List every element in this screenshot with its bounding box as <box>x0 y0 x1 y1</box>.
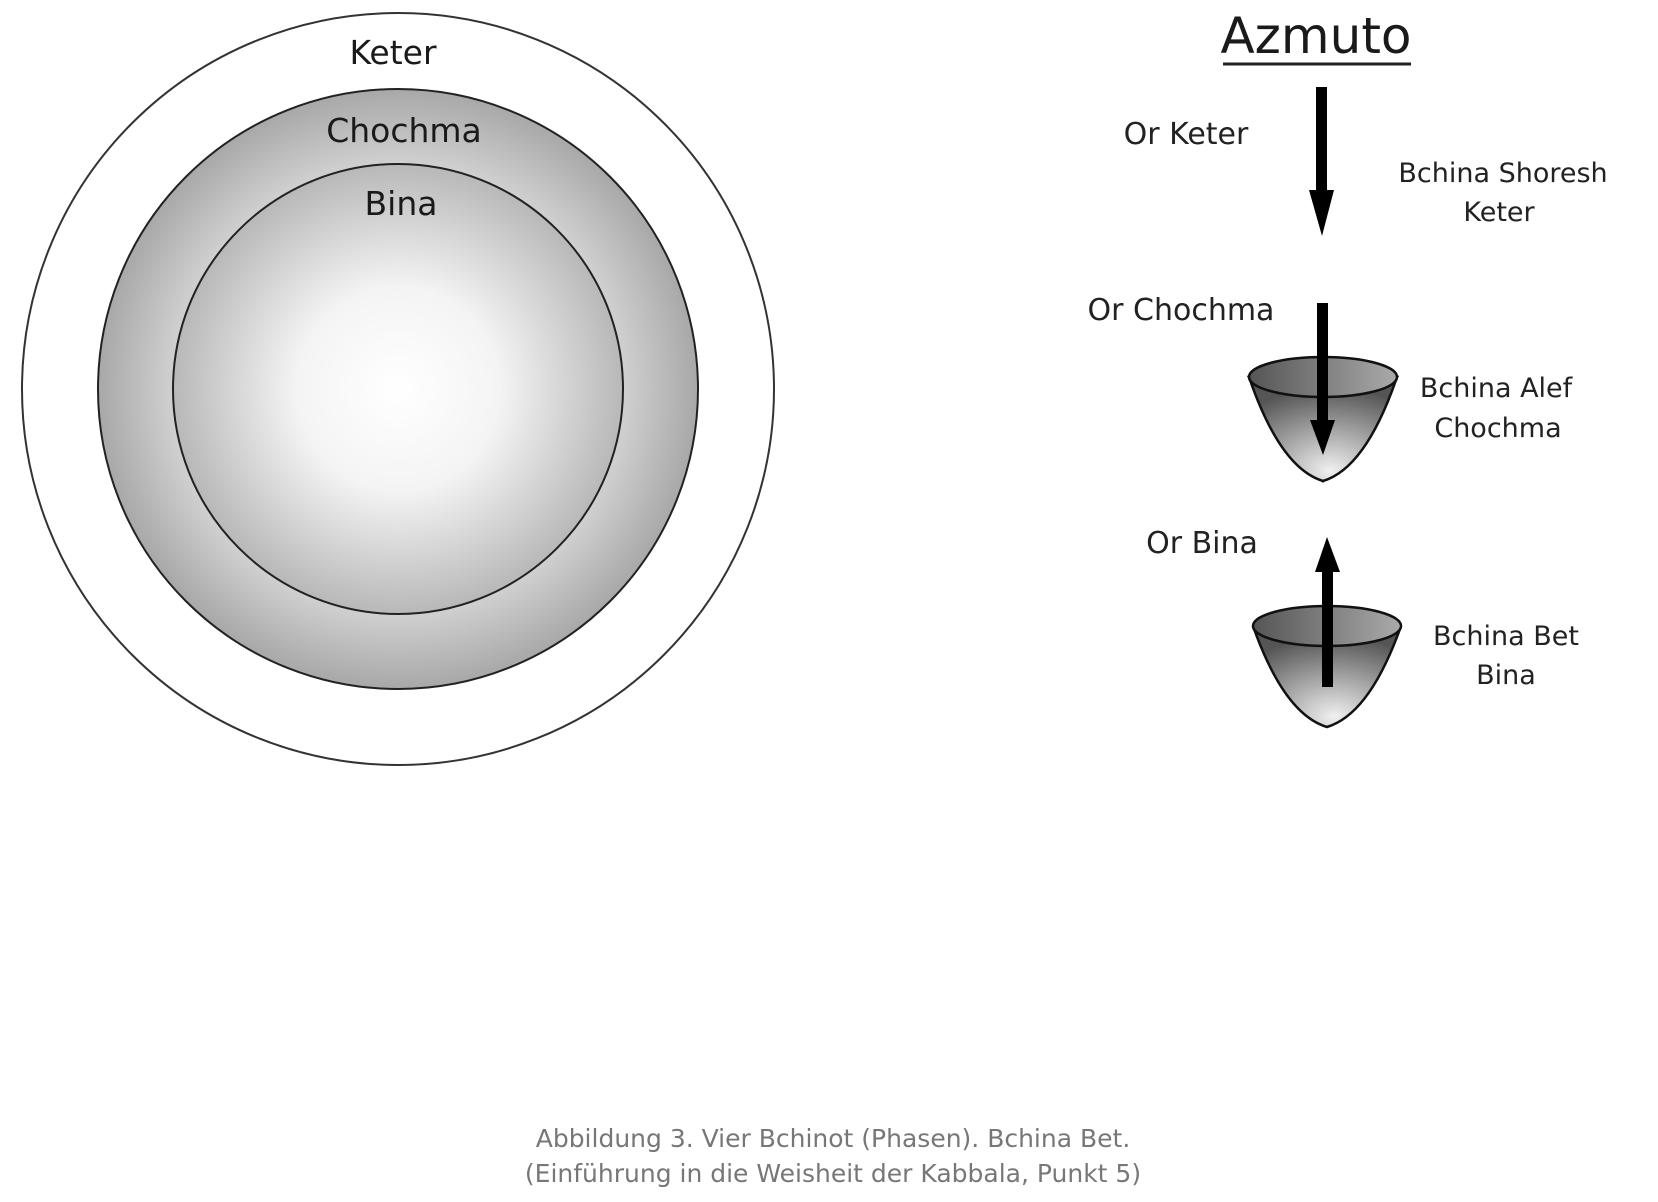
chochma-label: Chochma <box>326 111 482 150</box>
bet-label-2: Bina <box>1476 660 1536 691</box>
bina-circle <box>172 163 624 615</box>
bina-label: Bina <box>365 184 438 223</box>
or-keter-label: Or Keter <box>1124 117 1249 152</box>
alef-label-1: Bchina Alef <box>1420 373 1574 404</box>
or-bina-label: Or Bina <box>1146 526 1258 561</box>
arrow-up-icon <box>1315 537 1340 687</box>
caption-line-2: (Einführung in die Weisheit der Kabbala,… <box>525 1159 1141 1188</box>
shoresh-label-1: Bchina Shoresh <box>1398 158 1607 189</box>
phases-diagram: Azmuto Or Keter Bchina Shoresh Keter Or … <box>1088 7 1608 729</box>
concentric-circles: Keter Chochma Bina <box>21 12 775 766</box>
alef-label-2: Chochma <box>1434 413 1561 444</box>
keter-label: Keter <box>349 33 437 72</box>
bet-label-1: Bchina Bet <box>1433 621 1579 652</box>
caption-line-1: Abbildung 3. Vier Bchinot (Phasen). Bchi… <box>536 1124 1131 1153</box>
shoresh-label-2: Keter <box>1463 197 1535 228</box>
azmuto-title: Azmuto <box>1220 7 1411 65</box>
arrow-down-icon <box>1309 87 1334 236</box>
arrow-down-icon <box>1310 303 1335 455</box>
or-chochma-label: Or Chochma <box>1088 293 1275 328</box>
